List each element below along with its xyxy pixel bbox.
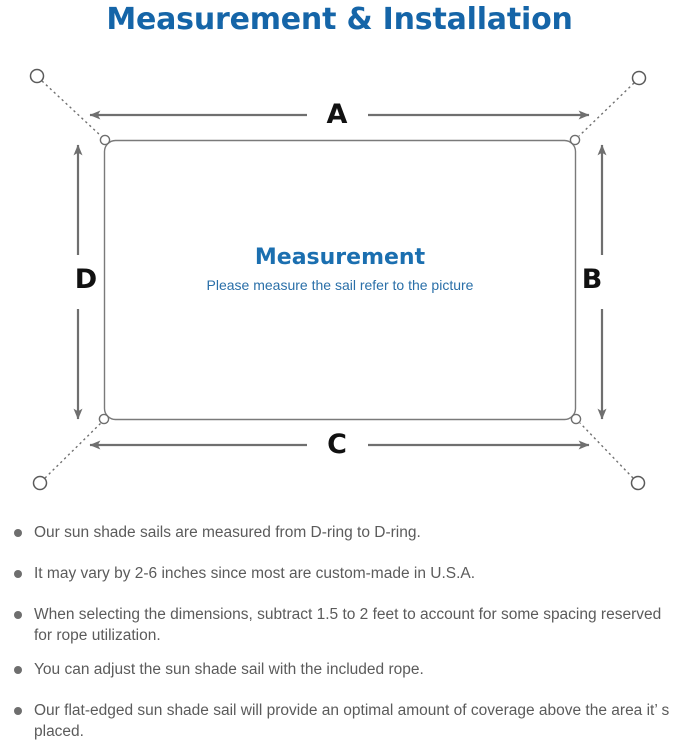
anchor-top-left-icon xyxy=(29,68,45,84)
rope-bottom-left xyxy=(44,422,102,479)
sail-heading: Measurement xyxy=(254,245,426,270)
list-item: Our flat-edged sun shade sail will provi… xyxy=(6,700,671,742)
d-rings xyxy=(98,134,582,425)
dimension-label-c: C xyxy=(327,429,347,460)
notes-list: Our sun shade sails are measured from D-… xyxy=(0,522,679,742)
note-text: Our flat-edged sun shade sail will provi… xyxy=(34,702,670,740)
sail-subheading: Please measure the sail refer to the pic… xyxy=(206,277,474,293)
anchor-bottom-right-icon xyxy=(630,475,646,491)
note-text: When selecting the dimensions, subtract … xyxy=(34,606,662,644)
list-item: It may vary by 2-6 inches since most are… xyxy=(6,563,671,589)
diagram-svg xyxy=(29,68,647,491)
bullet-icon xyxy=(14,570,22,578)
list-item: Our sun shade sails are measured from D-… xyxy=(6,522,671,548)
anchor-bottom-left-icon xyxy=(32,475,48,491)
bullet-icon xyxy=(14,529,22,537)
list-item: When selecting the dimensions, subtract … xyxy=(6,604,671,646)
rope-bottom-right xyxy=(579,422,634,479)
note-text: Our sun shade sails are measured from D-… xyxy=(34,524,421,541)
bullet-icon xyxy=(14,611,22,619)
note-text: You can adjust the sun shade sail with t… xyxy=(34,661,424,678)
rope-lines xyxy=(41,80,635,479)
anchor-rings xyxy=(29,68,647,491)
d-ring-top-right-icon xyxy=(569,134,581,146)
dimension-label-d: D xyxy=(74,264,98,295)
page-title: Measurement & Installation xyxy=(106,2,573,37)
rope-top-left xyxy=(41,80,102,137)
note-text: It may vary by 2-6 inches since most are… xyxy=(34,565,476,582)
d-ring-top-left-icon xyxy=(99,134,111,146)
bullet-icon xyxy=(14,707,22,715)
sail-outline xyxy=(103,139,577,421)
rope-top-right xyxy=(578,82,635,137)
d-ring-bottom-right-icon xyxy=(570,413,582,425)
anchor-top-right-icon xyxy=(631,70,647,86)
list-item: You can adjust the sun shade sail with t… xyxy=(6,659,671,685)
dimension-label-b: B xyxy=(581,264,603,295)
d-ring-bottom-left-icon xyxy=(98,413,110,425)
measurement-diagram: Measurement Please measure the sail refe… xyxy=(0,46,679,516)
dimension-label-a: A xyxy=(326,99,348,130)
bullet-icon xyxy=(14,666,22,674)
